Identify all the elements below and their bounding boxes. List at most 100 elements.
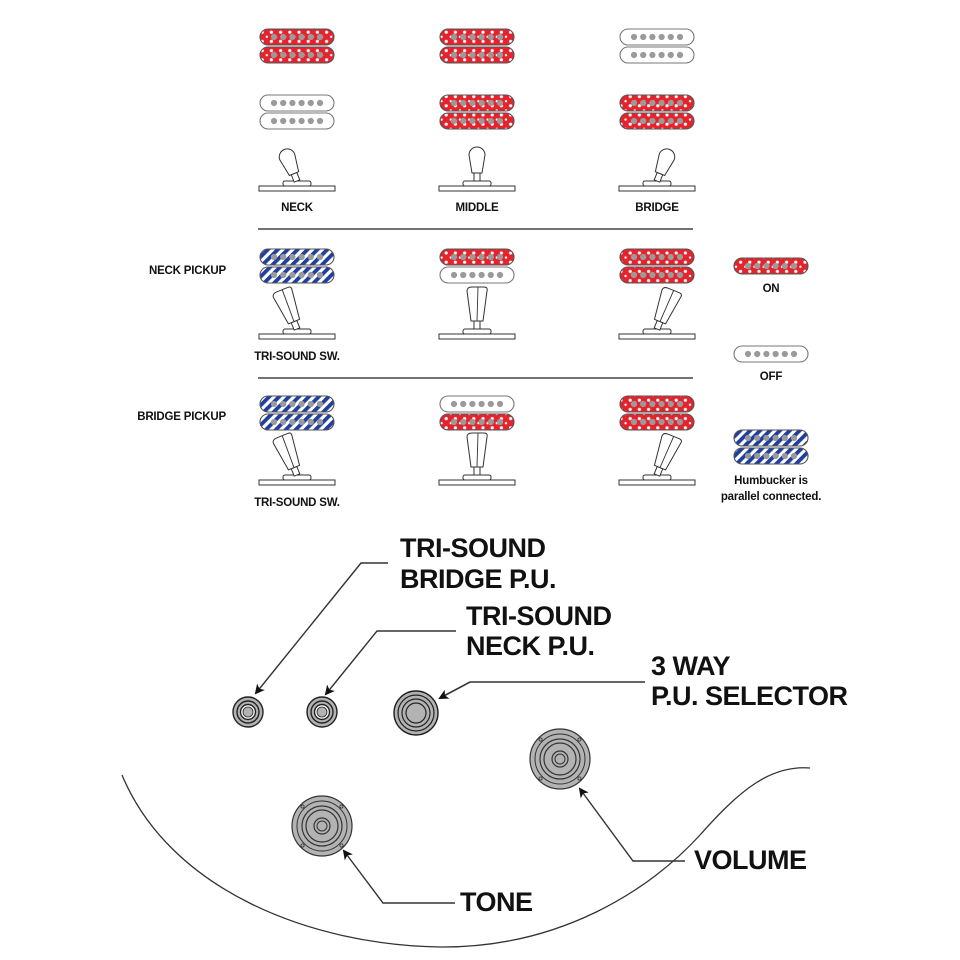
coil-parallel bbox=[259, 266, 335, 284]
pole-piece bbox=[667, 33, 674, 41]
bridge-humbucker bbox=[439, 94, 515, 130]
pole-piece bbox=[460, 271, 467, 279]
pole-piece bbox=[316, 33, 324, 41]
tri-sound-neck-label-line1: TRI-SOUND bbox=[466, 601, 612, 631]
coil-on bbox=[619, 94, 695, 112]
humbucker-pickup bbox=[439, 248, 515, 284]
pole-piece bbox=[478, 271, 485, 279]
pole-piece bbox=[744, 350, 752, 358]
pole-piece bbox=[630, 418, 638, 426]
pole-piece bbox=[307, 33, 314, 41]
pole-piece bbox=[316, 117, 324, 125]
pole-piece bbox=[487, 99, 494, 107]
pole-piece bbox=[298, 33, 305, 41]
pole-piece bbox=[450, 33, 458, 41]
coil-parallel bbox=[259, 248, 335, 266]
tri-sound-state-left bbox=[258, 248, 336, 340]
coil-off bbox=[439, 395, 515, 413]
volume-knob[interactable] bbox=[529, 728, 591, 790]
selector-position-label: BRIDGE bbox=[635, 202, 679, 214]
toggle-switch-icon bbox=[438, 286, 516, 340]
pole-piece bbox=[270, 400, 278, 408]
pole-piece bbox=[676, 117, 684, 125]
humbucker-pickup bbox=[619, 395, 695, 431]
pole-piece bbox=[630, 253, 638, 261]
pole-piece bbox=[781, 452, 788, 460]
pole-piece bbox=[469, 51, 476, 59]
pole-piece bbox=[658, 99, 665, 107]
pole-piece bbox=[496, 253, 504, 261]
pole-piece bbox=[649, 418, 656, 426]
pole-piece bbox=[754, 262, 761, 270]
pole-piece bbox=[280, 99, 287, 107]
pole-piece bbox=[289, 51, 296, 59]
pole-piece bbox=[754, 350, 761, 358]
pole-piece bbox=[667, 99, 674, 107]
pole-piece bbox=[298, 253, 305, 261]
pole-piece bbox=[630, 99, 638, 107]
neck-humbucker bbox=[619, 28, 695, 64]
pole-piece bbox=[676, 400, 684, 408]
pole-piece bbox=[450, 99, 458, 107]
pole-piece bbox=[676, 271, 684, 279]
pole-piece bbox=[478, 400, 485, 408]
pole-piece bbox=[763, 262, 770, 270]
tone-knob[interactable] bbox=[291, 795, 353, 857]
pole-piece bbox=[460, 99, 467, 107]
pole-piece bbox=[649, 400, 656, 408]
pole-piece bbox=[658, 271, 665, 279]
pole-piece bbox=[469, 253, 476, 261]
pole-piece bbox=[658, 418, 665, 426]
tri-sound-neck-switch[interactable] bbox=[306, 696, 338, 728]
pole-piece bbox=[450, 418, 458, 426]
pole-piece bbox=[487, 253, 494, 261]
pole-piece bbox=[307, 51, 314, 59]
legend-off-label: OFF bbox=[760, 371, 783, 383]
pole-piece bbox=[649, 33, 656, 41]
selector-position-bridge: BRIDGE bbox=[618, 28, 696, 214]
pole-piece bbox=[744, 434, 752, 442]
tri-sound-neck-label-line2: NECK P.U. bbox=[466, 631, 595, 661]
pole-piece bbox=[460, 418, 467, 426]
pole-piece bbox=[280, 33, 287, 41]
pole-piece bbox=[754, 452, 761, 460]
pole-piece bbox=[487, 400, 494, 408]
3-way-pickup-selector[interactable] bbox=[393, 690, 439, 736]
volume-label: VOLUME bbox=[694, 845, 807, 875]
pole-piece bbox=[280, 117, 287, 125]
pole-piece bbox=[496, 51, 504, 59]
pole-piece bbox=[307, 99, 314, 107]
pole-piece bbox=[307, 117, 314, 125]
pole-piece bbox=[496, 400, 504, 408]
coil-off bbox=[619, 28, 695, 46]
selector-position-label: NECK bbox=[281, 202, 314, 214]
pole-piece bbox=[289, 117, 296, 125]
pole-piece bbox=[298, 99, 305, 107]
pole-piece bbox=[772, 350, 779, 358]
coil-on bbox=[619, 112, 695, 130]
pole-piece bbox=[270, 418, 278, 426]
pole-piece bbox=[469, 271, 476, 279]
pole-piece bbox=[667, 400, 674, 408]
coil-off bbox=[439, 266, 515, 284]
pole-piece bbox=[630, 33, 638, 41]
pole-piece bbox=[772, 434, 779, 442]
tri-sound-bridge-switch[interactable] bbox=[232, 696, 264, 728]
pole-piece bbox=[487, 33, 494, 41]
pole-piece bbox=[316, 99, 324, 107]
pole-piece bbox=[790, 262, 798, 270]
pole-piece bbox=[316, 253, 324, 261]
pole-piece bbox=[772, 262, 779, 270]
pole-piece bbox=[460, 51, 467, 59]
pole-piece bbox=[658, 253, 665, 261]
pole-piece bbox=[640, 117, 647, 125]
toggle-switch-icon bbox=[618, 148, 696, 192]
pole-piece bbox=[450, 400, 458, 408]
tri-sound-bridge-label-line2: BRIDGE P.U. bbox=[400, 564, 556, 594]
pole-piece bbox=[469, 33, 476, 41]
selector-label-line2: P.U. SELECTOR bbox=[651, 681, 848, 711]
pole-piece bbox=[676, 33, 684, 41]
neck-humbucker bbox=[439, 28, 515, 64]
pole-piece bbox=[640, 418, 647, 426]
